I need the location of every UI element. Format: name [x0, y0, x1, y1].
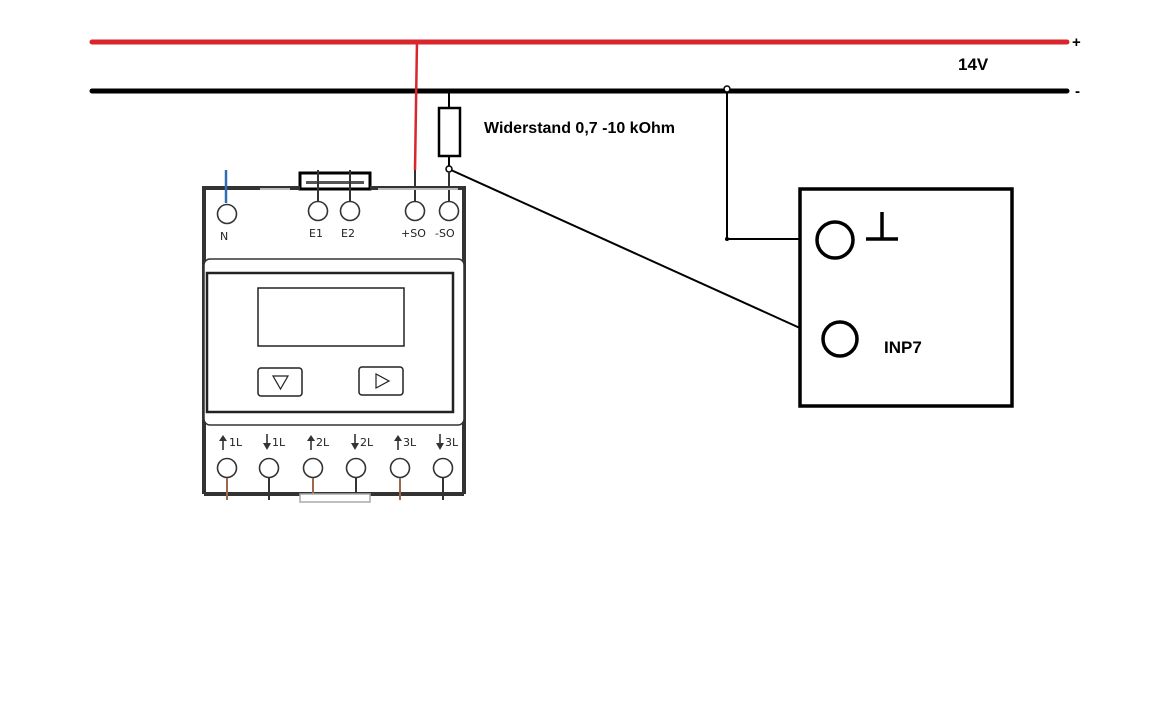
negative-rail-label: - — [1075, 83, 1080, 100]
terminal-l2-out-label: 2L — [360, 436, 374, 449]
terminal-l2-in-label: 2L — [316, 436, 330, 449]
inp7-terminal[interactable] — [821, 320, 859, 358]
voltage-label: 14V — [958, 55, 989, 74]
down-arrow-icon — [351, 434, 359, 450]
terminal-l1-in-label: 1L — [229, 436, 243, 449]
din-clip-bottom — [299, 493, 371, 503]
resistor-label: Widerstand 0,7 -10 kOhm — [484, 120, 675, 137]
terminal-e2-label: E2 — [341, 227, 355, 240]
terminal-plus-so[interactable] — [404, 200, 426, 222]
terminal-l2-in[interactable] — [302, 457, 324, 479]
terminal-minus-so[interactable] — [438, 200, 460, 222]
bottom-terminal-row: 1L 1L 2L 2L — [216, 434, 459, 500]
input-module: INP7 — [798, 187, 1014, 408]
terminal-plus-so-label: +SO — [401, 227, 426, 240]
ground-symbol-icon — [866, 212, 898, 241]
energy-meter: N E1 E2 +SO -SO 1L 1L — [202, 170, 466, 503]
right-triangle-icon — [375, 372, 391, 390]
up-arrow-icon — [394, 435, 402, 450]
meter-display — [257, 287, 405, 347]
terminal-l2-out[interactable] — [345, 457, 367, 479]
terminal-l3-out[interactable] — [432, 457, 454, 479]
down-triangle-icon — [271, 375, 290, 391]
terminal-n[interactable] — [216, 203, 238, 225]
inp7-label: INP7 — [884, 338, 922, 357]
down-arrow-icon — [436, 434, 444, 450]
positive-feed-wire — [413, 39, 419, 171]
ground-junction — [723, 85, 731, 93]
terminal-n-label: N — [220, 230, 228, 243]
terminal-e1-label: E1 — [309, 227, 323, 240]
up-arrow-icon — [219, 435, 227, 450]
terminal-l3-in-label: 3L — [403, 436, 417, 449]
positive-rail-label: + — [1072, 34, 1081, 51]
down-arrow-icon — [263, 434, 271, 450]
ground-terminal[interactable] — [815, 220, 855, 260]
up-arrow-icon — [307, 435, 315, 450]
resistor-symbol — [437, 106, 462, 158]
terminal-e2[interactable] — [339, 200, 361, 222]
terminal-l1-out-label: 1L — [272, 436, 286, 449]
terminal-l3-out-label: 3L — [445, 436, 459, 449]
terminal-minus-so-label: -SO — [435, 227, 455, 240]
ground-corner-node — [725, 237, 729, 241]
terminal-l3-in[interactable] — [389, 457, 411, 479]
terminal-l1-in[interactable] — [216, 457, 238, 479]
terminal-l1-out[interactable] — [258, 457, 280, 479]
signal-wire — [450, 169, 823, 339]
terminal-e1[interactable] — [307, 200, 329, 222]
